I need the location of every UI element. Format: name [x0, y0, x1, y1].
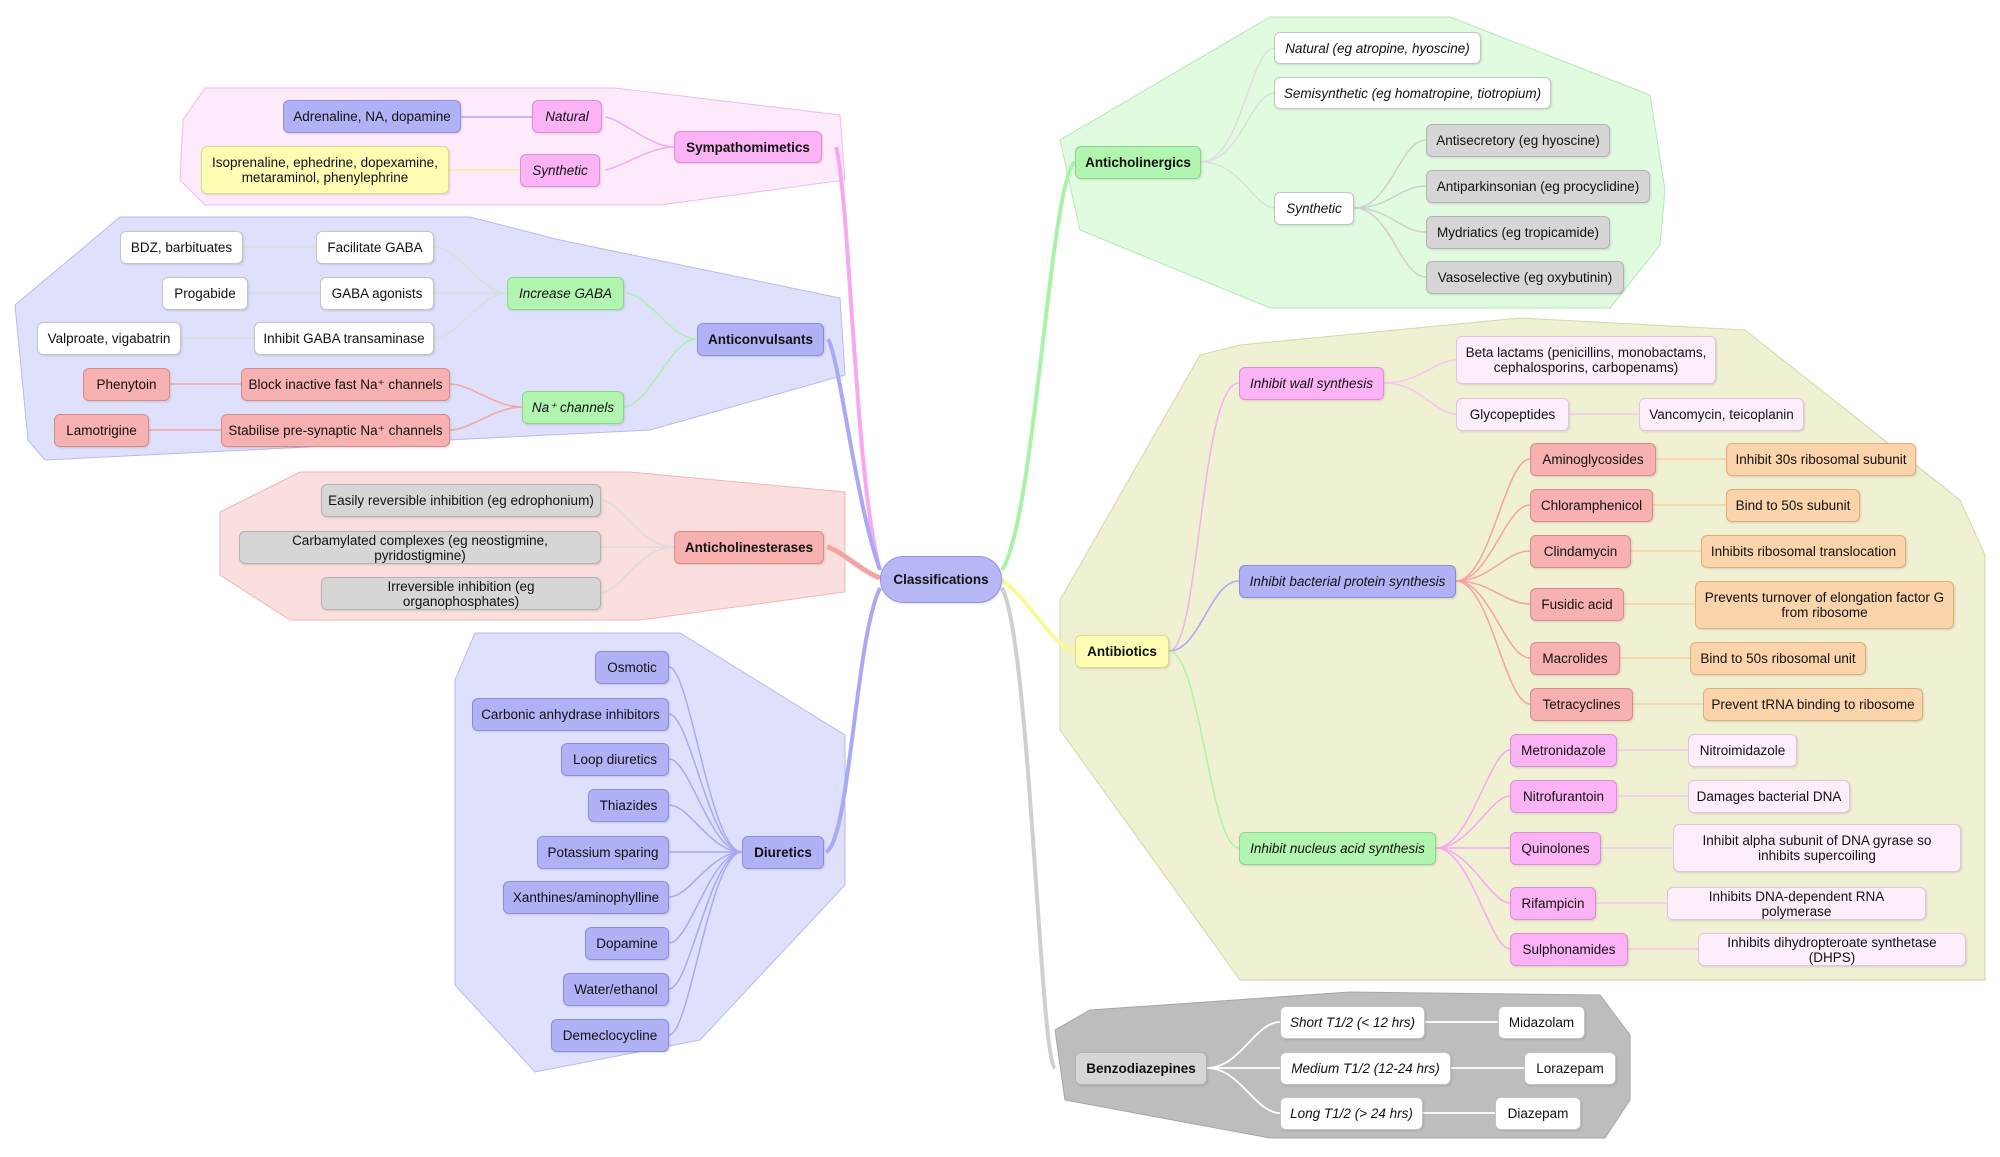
diuretic-item[interactable]: Potassium sparing	[537, 836, 669, 869]
protein-action-fusidic-acid[interactable]: Prevents turnover of elongation factor G…	[1695, 581, 1954, 629]
inhibit-protein-synthesis-node[interactable]: Inhibit bacterial protein synthesis	[1239, 565, 1456, 598]
nucleus-drug-rifampicin[interactable]: Rifampicin	[1510, 887, 1596, 920]
facilitate-gaba-examples[interactable]: BDZ, barbituates	[120, 231, 243, 264]
protein-action-aminoglycosides[interactable]: Inhibit 30s ribosomal subunit	[1726, 443, 1916, 476]
block-na-examples[interactable]: Phenytoin	[83, 368, 170, 401]
protein-drug-fusidic-acid[interactable]: Fusidic acid	[1530, 588, 1624, 621]
anticholinergics-synthetic-node[interactable]: Synthetic	[1274, 192, 1354, 225]
root-node[interactable]: Classifications	[880, 556, 1002, 603]
anticholinergics-semisynthetic-node[interactable]: Semisynthetic (eg homatropine, tiotropiu…	[1274, 77, 1551, 109]
diuretic-item[interactable]: Thiazides	[588, 789, 669, 822]
block-na-node[interactable]: Block inactive fast Na⁺ channels	[241, 368, 450, 401]
anticholinesterases-node[interactable]: Anticholinesterases	[674, 531, 824, 564]
nucleus-drug-quinolones[interactable]: Quinolones	[1510, 832, 1601, 865]
inhibit-wall-synthesis-node[interactable]: Inhibit wall synthesis	[1239, 367, 1384, 400]
branch-benzodiazepines	[1000, 587, 1057, 1070]
diuretic-item[interactable]: Water/ethanol	[563, 973, 669, 1006]
antibiotics-group	[1059, 317, 1986, 981]
inhibit-transaminase-node[interactable]: Inhibit GABA transaminase	[254, 322, 434, 355]
facilitate-gaba-node[interactable]: Facilitate GABA	[316, 231, 434, 264]
nucleus-action-rifampicin[interactable]: Inhibits DNA-dependent RNA polymerase	[1667, 887, 1926, 920]
protein-action-tetracyclines[interactable]: Prevent tRNA binding to ribosome	[1703, 688, 1923, 721]
branch-anticholinergics	[1000, 160, 1077, 572]
glycopeptides-node[interactable]: Glycopeptides	[1456, 398, 1569, 431]
sympathomimetics-synthetic-node[interactable]: Synthetic	[520, 154, 600, 187]
na-channels-node[interactable]: Na⁺ channels	[522, 391, 624, 424]
beta-lactams-node[interactable]: Beta lactams (penicillins, monobactams, …	[1456, 336, 1716, 384]
gaba-agonists-node[interactable]: GABA agonists	[320, 277, 434, 310]
benzodiazepines-node[interactable]: Benzodiazepines	[1075, 1052, 1207, 1085]
anticholinergic-synthetic-item[interactable]: Antiparkinsonian (eg procyclidine)	[1426, 170, 1650, 203]
stabilise-na-node[interactable]: Stabilise pre-synaptic Na⁺ channels	[221, 414, 450, 447]
increase-gaba-node[interactable]: Increase GABA	[507, 277, 624, 310]
anticholinesterase-item-2[interactable]: Carbamylated complexes (eg neostigmine, …	[239, 531, 601, 564]
sympathomimetics-natural-node[interactable]: Natural	[532, 100, 602, 133]
benzo-class-long[interactable]: Long T1/2 (> 24 hrs)	[1280, 1097, 1423, 1130]
antibiotics-node[interactable]: Antibiotics	[1075, 635, 1169, 668]
protein-action-clindamycin[interactable]: Inhibits ribosomal translocation	[1701, 535, 1906, 568]
diuretics-links	[668, 666, 743, 1036]
branch-diuretics	[824, 587, 882, 854]
protein-action-chloramphenicol[interactable]: Bind to 50s subunit	[1726, 489, 1860, 522]
benzo-class-medium[interactable]: Medium T1/2 (12-24 hrs)	[1280, 1052, 1451, 1085]
glycopeptides-examples[interactable]: Vancomycin, teicoplanin	[1639, 398, 1804, 431]
anticholinesterase-item-1[interactable]: Easily reversible inhibition (eg edropho…	[321, 484, 601, 517]
anticonvulsants-node[interactable]: Anticonvulsants	[697, 323, 824, 356]
benzo-class-short[interactable]: Short T1/2 (< 12 hrs)	[1280, 1006, 1425, 1039]
protein-drug-clindamycin[interactable]: Clindamycin	[1530, 535, 1631, 568]
inhibit-transaminase-examples[interactable]: Valproate, vigabatrin	[37, 322, 181, 355]
protein-drug-tetracyclines[interactable]: Tetracyclines	[1530, 688, 1633, 721]
anticholinergics-node[interactable]: Anticholinergics	[1075, 146, 1201, 179]
protein-drug-chloramphenicol[interactable]: Chloramphenicol	[1530, 489, 1653, 522]
sympathomimetics-natural-examples[interactable]: Adrenaline, NA, dopamine	[283, 100, 461, 133]
diuretic-item[interactable]: Dopamine	[585, 927, 669, 960]
nucleus-drug-metronidazole[interactable]: Metronidazole	[1510, 734, 1617, 767]
branch-antibiotics	[1000, 578, 1076, 653]
diuretic-item[interactable]: Carbonic anhydrase inhibitors	[472, 698, 669, 731]
nucleus-action-nitrofurantoin[interactable]: Damages bacterial DNA	[1688, 780, 1850, 813]
diuretic-item[interactable]: Xanthines/aminophylline	[503, 881, 669, 914]
nucleus-action-sulphonamides[interactable]: Inhibits dihydropteroate synthetase (DHP…	[1698, 933, 1966, 966]
protein-drug-aminoglycosides[interactable]: Aminoglycosides	[1530, 443, 1656, 476]
sympathomimetics-synthetic-examples[interactable]: Isoprenaline, ephedrine, dopexamine, met…	[201, 146, 449, 194]
benzo-example-midazolam[interactable]: Midazolam	[1498, 1006, 1585, 1039]
nucleus-drug-nitrofurantoin[interactable]: Nitrofurantoin	[1510, 780, 1617, 813]
protein-action-macrolides[interactable]: Bind to 50s ribosomal unit	[1690, 642, 1866, 675]
diuretic-item[interactable]: Osmotic	[595, 651, 669, 684]
branch-anticholinesterases	[826, 544, 882, 581]
gaba-agonists-examples[interactable]: Progabide	[162, 277, 248, 310]
stabilise-na-examples[interactable]: Lamotrigine	[54, 414, 149, 447]
benzo-example-diazepam[interactable]: Diazepam	[1495, 1097, 1581, 1130]
inhibit-nucleus-synthesis-node[interactable]: Inhibit nucleus acid synthesis	[1239, 832, 1436, 865]
branch-sympathomimetics	[834, 146, 882, 571]
protein-drug-macrolides[interactable]: Macrolides	[1530, 642, 1620, 675]
branch-anticonvulsants	[826, 338, 882, 571]
diuretic-item[interactable]: Demeclocycline	[551, 1019, 669, 1052]
anticholinergic-synthetic-item[interactable]: Vasoselective (eg oxybutinin)	[1426, 261, 1624, 294]
nucleus-drug-sulphonamides[interactable]: Sulphonamides	[1510, 933, 1628, 966]
anticholinesterase-item-3[interactable]: Irreversible inhibition (eg organophosph…	[321, 577, 601, 610]
sympathomimetics-node[interactable]: Sympathomimetics	[674, 131, 822, 163]
anticholinergics-natural-node[interactable]: Natural (eg atropine, hyoscine)	[1274, 32, 1481, 64]
anticholinergic-synthetic-item[interactable]: Antisecretory (eg hyoscine)	[1426, 124, 1610, 157]
anticholinergic-synthetic-item[interactable]: Mydriatics (eg tropicamide)	[1426, 216, 1610, 249]
diuretics-node[interactable]: Diuretics	[742, 836, 824, 869]
benzo-example-lorazepam[interactable]: Lorazepam	[1524, 1052, 1616, 1085]
diuretic-item[interactable]: Loop diuretics	[561, 743, 669, 776]
nucleus-action-quinolones[interactable]: Inhibit alpha subunit of DNA gyrase so i…	[1673, 824, 1961, 872]
nucleus-action-metronidazole[interactable]: Nitroimidazole	[1688, 734, 1797, 767]
